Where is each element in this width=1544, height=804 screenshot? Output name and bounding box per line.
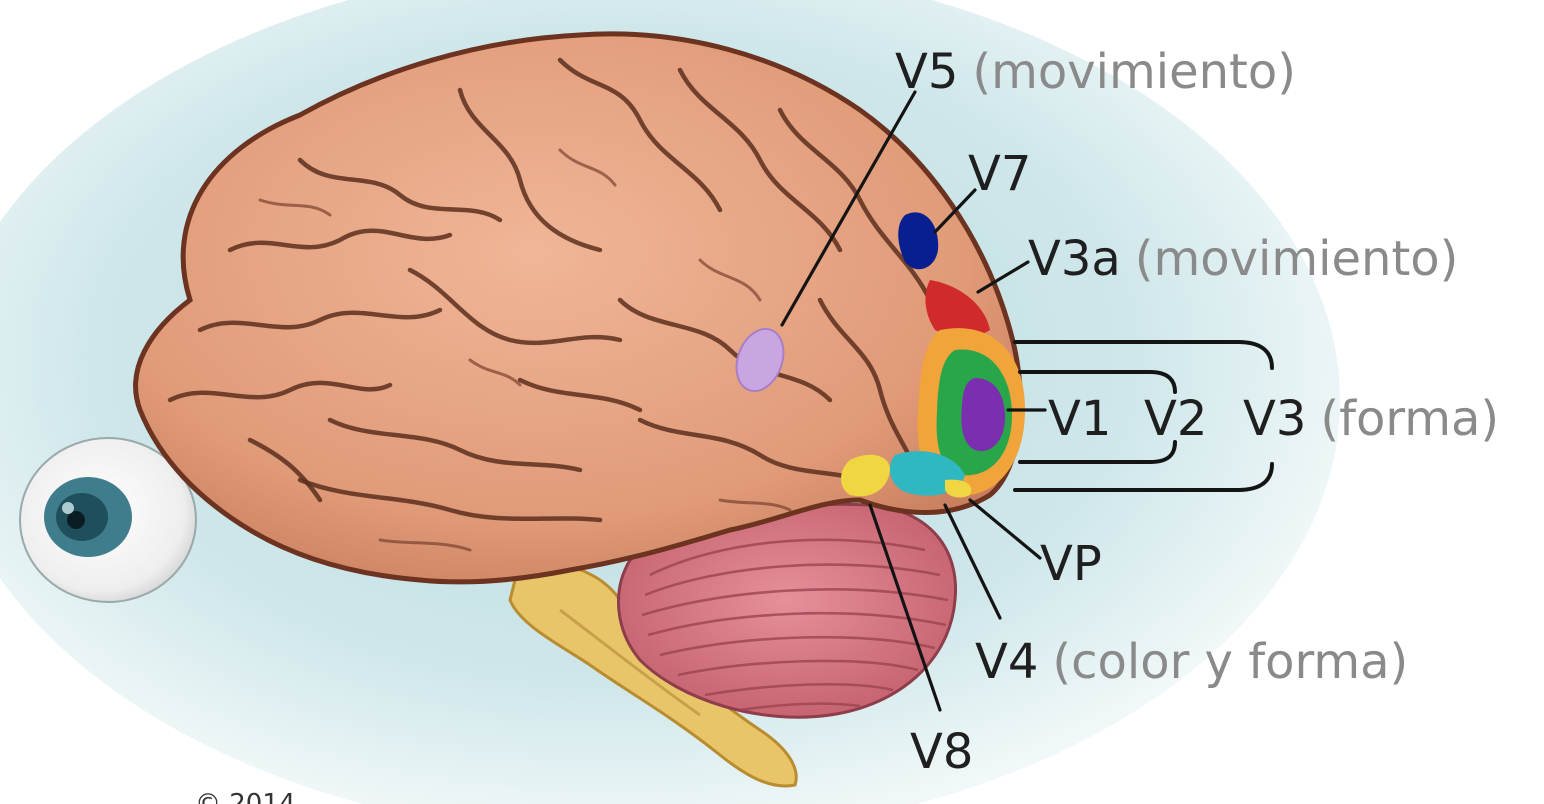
label-vp-code: VP xyxy=(1040,536,1102,592)
label-v8-code: V8 xyxy=(910,724,973,780)
label-v5-code: V5 xyxy=(895,44,958,100)
label-v8: V8 xyxy=(910,724,973,780)
label-v3a-desc: (movimiento) xyxy=(1135,231,1459,287)
label-v3-desc: (forma) xyxy=(1320,391,1499,447)
label-v1: V1 xyxy=(1048,391,1111,447)
label-v3: V3(forma) xyxy=(1243,391,1499,447)
label-vp: VP xyxy=(1040,536,1102,592)
label-v3a-code: V3a xyxy=(1028,231,1121,287)
label-v7-code: V7 xyxy=(968,146,1031,202)
label-v1-code: V1 xyxy=(1048,391,1111,447)
credit-text: © 2014 xyxy=(195,789,295,804)
label-v4-desc: (color y forma) xyxy=(1052,634,1408,690)
label-v2: V2 xyxy=(1144,391,1207,447)
label-v3-code: V3 xyxy=(1243,391,1306,447)
label-v5-desc: (movimiento) xyxy=(972,44,1296,100)
label-v5: V5(movimiento) xyxy=(895,44,1296,100)
label-v3a: V3a(movimiento) xyxy=(1028,231,1458,287)
label-v2-code: V2 xyxy=(1144,391,1207,447)
label-v7: V7 xyxy=(968,146,1031,202)
label-v4-code: V4 xyxy=(975,634,1038,690)
